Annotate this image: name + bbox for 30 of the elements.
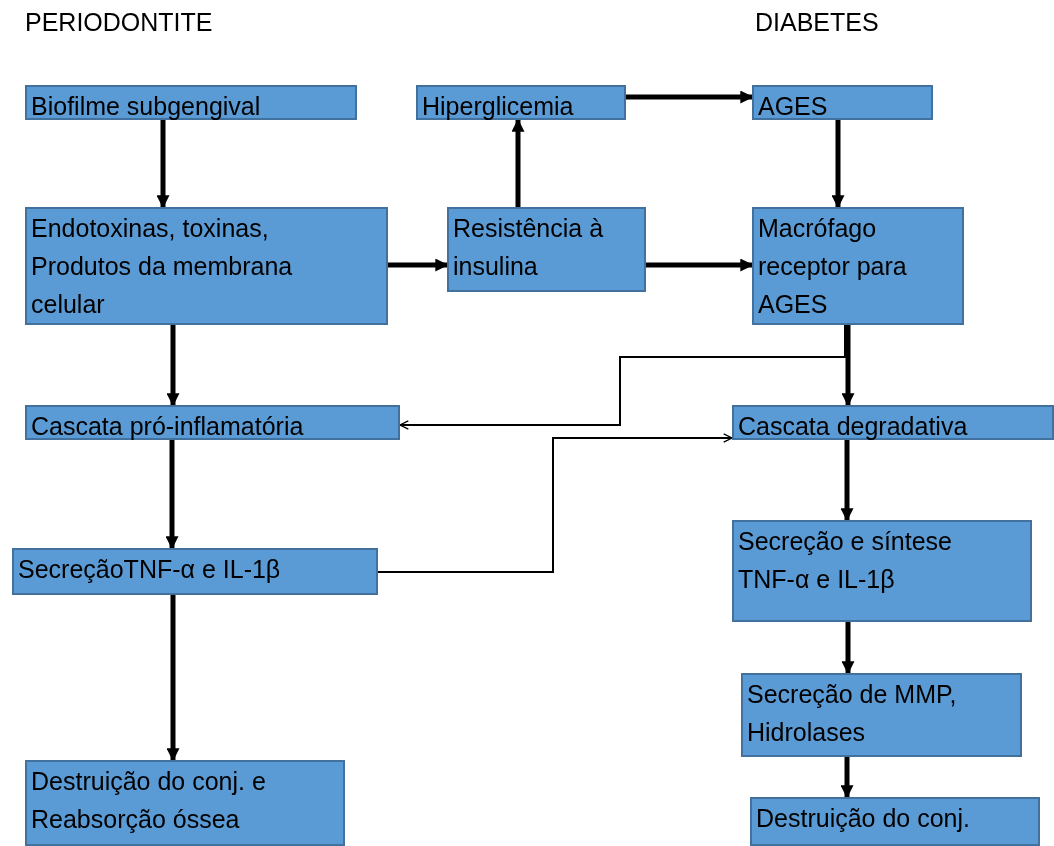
arrow: [841, 622, 855, 675]
process-box: Biofilme subgengival: [25, 85, 357, 120]
process-box: Endotoxinas, toxinas, Produtos da membrana celular: [25, 207, 388, 325]
arrow: [840, 440, 854, 522]
arrow: [156, 120, 170, 209]
arrow: [399, 324, 846, 430]
process-box: Resistência à insulina: [447, 207, 646, 292]
process-box: Destruição do conj. e Reabsorção óssea: [25, 760, 345, 846]
process-box: Secreção e síntese TNF-α e IL-1β: [732, 520, 1032, 622]
arrow: [388, 258, 449, 272]
arrow: [377, 433, 733, 573]
process-box: Secreção de MMP, Hidrolases: [741, 673, 1022, 757]
arrow: [840, 757, 854, 799]
arrow: [626, 90, 754, 104]
arrow: [831, 120, 845, 209]
arrow: [646, 258, 754, 272]
section-heading: DIABETES: [755, 8, 879, 37]
process-box: Cascata degradativa: [732, 405, 1054, 440]
arrow: [841, 325, 855, 407]
section-heading: PERIODONTITE: [25, 8, 213, 37]
process-box: Cascata pró-inflamatória: [25, 405, 400, 440]
process-box: SecreçãoTNF-α e IL-1β: [12, 548, 378, 595]
arrow: [166, 595, 180, 762]
arrow: [166, 325, 180, 407]
process-box: Macrófago receptor para AGES: [752, 207, 964, 325]
process-box: Destruição do conj.: [750, 797, 1040, 846]
process-box: AGES: [752, 85, 933, 120]
process-box: Hiperglicemia: [416, 85, 626, 120]
arrow: [511, 118, 525, 207]
arrow: [165, 440, 179, 550]
